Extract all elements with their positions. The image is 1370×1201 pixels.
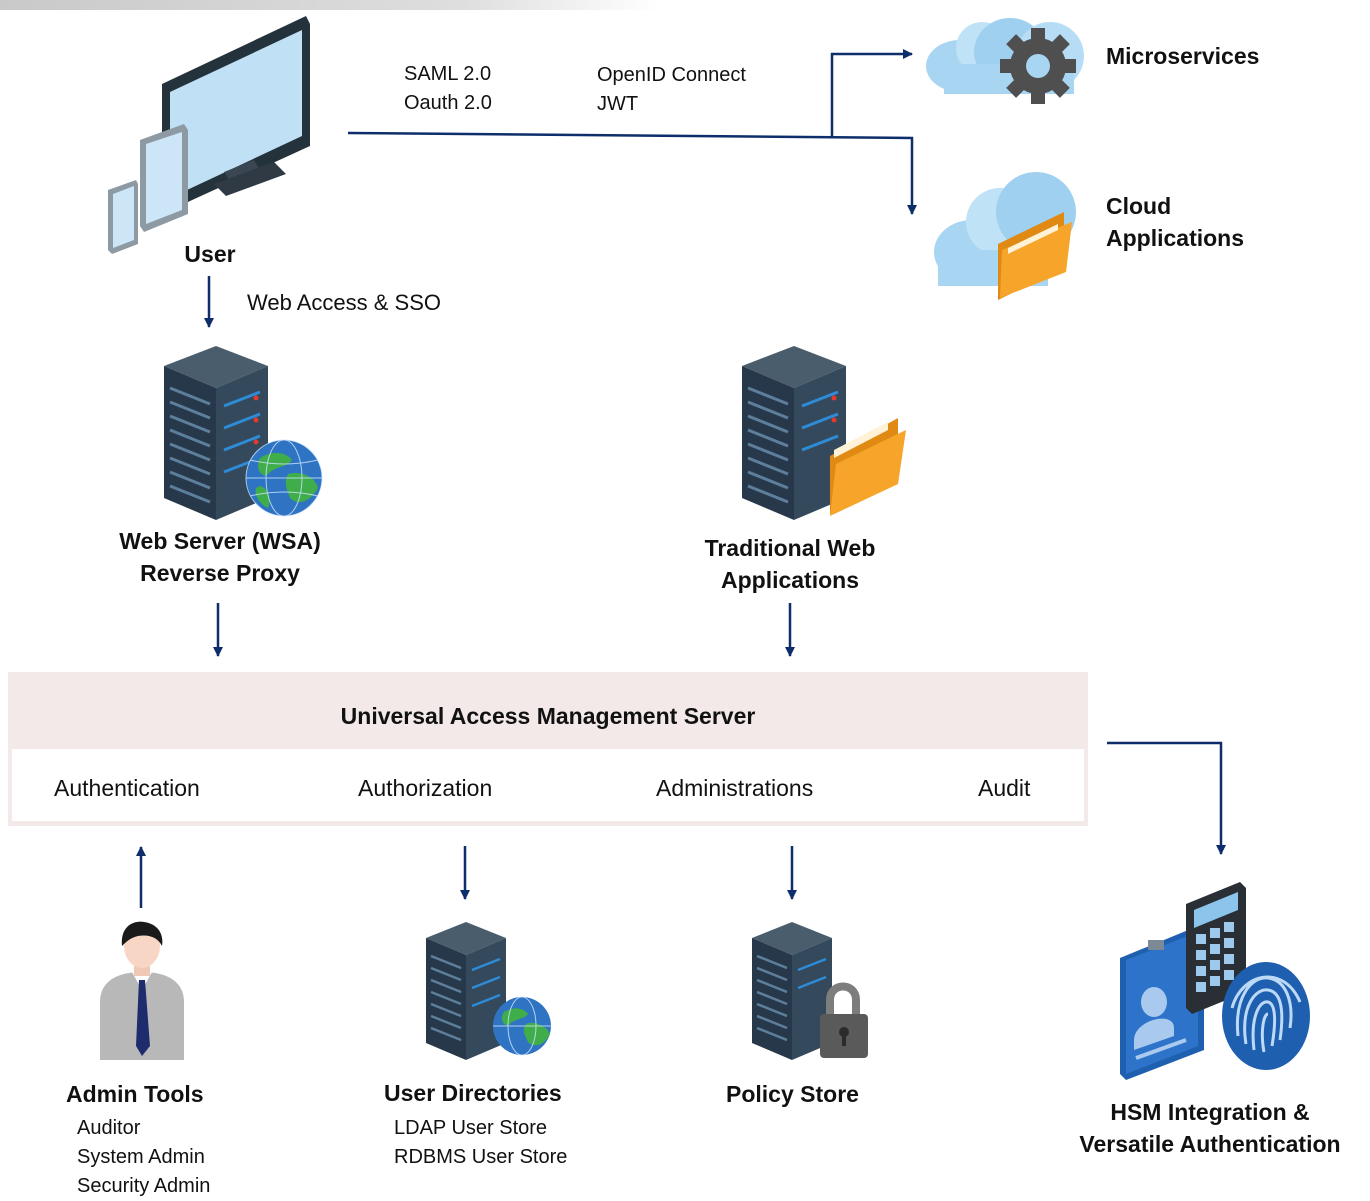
- hsm-label-line1: HSM Integration &: [1110, 1099, 1310, 1125]
- uam-to-hsm-arrow: [1107, 741, 1226, 855]
- uam-title: Universal Access Management Server: [340, 703, 756, 729]
- cloud-apps-label-line1: Cloud: [1106, 193, 1172, 219]
- module-authorization: Authorization: [358, 775, 493, 801]
- admin-person-icon: [100, 921, 184, 1060]
- admin-item-auditor: Auditor: [77, 1117, 141, 1139]
- admin-item-system-admin: System Admin: [77, 1146, 205, 1168]
- uam-modules-panel: [12, 749, 1084, 821]
- module-audit: Audit: [978, 775, 1031, 801]
- hsm-id-keypad-fingerprint-icon: [1120, 882, 1310, 1080]
- web-server-label-line1: Web Server (WSA): [119, 528, 321, 554]
- user-directories-list: LDAP User Store RDBMS User Store: [394, 1114, 567, 1172]
- admin-tools-list: Auditor System Admin Security Admin: [77, 1114, 210, 1201]
- cloud-folder-icon: [934, 172, 1076, 300]
- traditional-apps-label-line1: Traditional Web: [704, 535, 876, 561]
- policy-store-title: Policy Store: [726, 1081, 859, 1107]
- microservices-cloud-gear-icon: [926, 18, 1084, 104]
- branch-to-microservices-line: [830, 49, 913, 136]
- traditional-server-folder-icon: [742, 346, 906, 520]
- directory-item-ldap: LDAP User Store: [394, 1117, 548, 1139]
- microservices-label: Microservices: [1106, 43, 1260, 69]
- top-gradient-bar: [0, 0, 660, 10]
- module-authentication: Authentication: [54, 775, 200, 801]
- directory-item-rdbms: RDBMS User Store: [394, 1146, 568, 1168]
- traditional-apps-label-line2: Applications: [720, 567, 859, 593]
- user-devices-icon: [108, 16, 310, 254]
- protocol-oauth: Oauth 2.0: [404, 92, 492, 114]
- module-administrations: Administrations: [656, 775, 814, 801]
- user-label: User: [184, 241, 236, 267]
- user-directories-server-icon: [426, 922, 551, 1060]
- web-access-label: Web Access & SSO: [247, 290, 442, 315]
- web-server-globe-icon: [164, 346, 323, 520]
- web-server-label-line2: Reverse Proxy: [140, 560, 300, 586]
- policy-store-server-lock-icon: [752, 922, 868, 1060]
- admin-item-security-admin: Security Admin: [77, 1175, 211, 1197]
- cloud-apps-label-line2: Applications: [1106, 225, 1245, 251]
- protocol-openid: OpenID Connect: [597, 64, 746, 86]
- hsm-label-line2: Versatile Authentication: [1079, 1131, 1341, 1157]
- user-to-cloud-line: [347, 131, 917, 215]
- user-directories-title: User Directories: [384, 1080, 562, 1106]
- protocol-jwt: JWT: [597, 93, 639, 115]
- admin-tools-title: Admin Tools: [66, 1081, 204, 1107]
- protocol-saml: SAML 2.0: [404, 63, 492, 85]
